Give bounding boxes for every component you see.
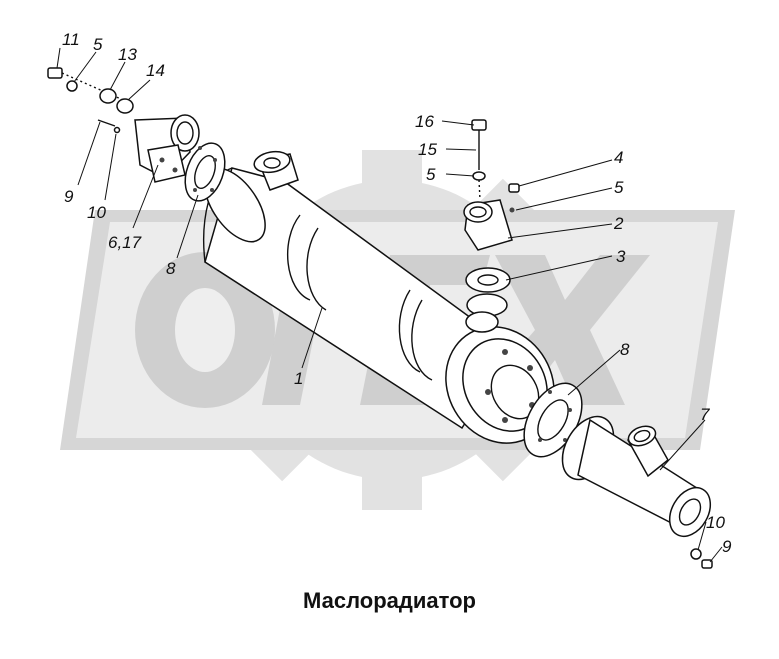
callout-16: 16 xyxy=(415,112,434,131)
leader-lines xyxy=(56,47,723,563)
left-gasket xyxy=(184,142,226,202)
callout-9-right: 9 xyxy=(722,537,732,556)
right-pipe xyxy=(561,415,713,569)
callout-9-left: 9 xyxy=(64,187,74,206)
radiator-end-cap xyxy=(445,326,555,444)
diagram-caption: Маслорадиатор xyxy=(303,588,476,613)
callout-3: 3 xyxy=(616,247,626,266)
callout-4: 4 xyxy=(614,148,623,167)
callout-7: 7 xyxy=(700,405,710,424)
callout-labels: 11 5 13 14 9 10 6,17 8 1 16 15 5 4 5 2 3… xyxy=(62,30,732,556)
radiator-body xyxy=(203,150,514,430)
callout-8-right: 8 xyxy=(620,340,630,359)
callout-2: 2 xyxy=(613,214,624,233)
callout-5-top: 5 xyxy=(426,165,436,184)
callout-10-right: 10 xyxy=(706,513,725,532)
left-elbow-pipe xyxy=(134,114,200,183)
callout-14: 14 xyxy=(146,61,165,80)
callout-1: 1 xyxy=(294,369,303,388)
callout-6-17: 6,17 xyxy=(108,233,142,252)
callout-8-left: 8 xyxy=(166,259,176,278)
top-fittings xyxy=(463,119,520,333)
callout-5-left: 5 xyxy=(93,35,103,54)
callout-5-right: 5 xyxy=(614,178,624,197)
callout-15: 15 xyxy=(418,140,437,159)
callout-10-left: 10 xyxy=(87,203,106,222)
callout-11: 11 xyxy=(62,30,80,49)
callout-13: 13 xyxy=(118,45,137,64)
left-fasteners xyxy=(47,67,134,134)
